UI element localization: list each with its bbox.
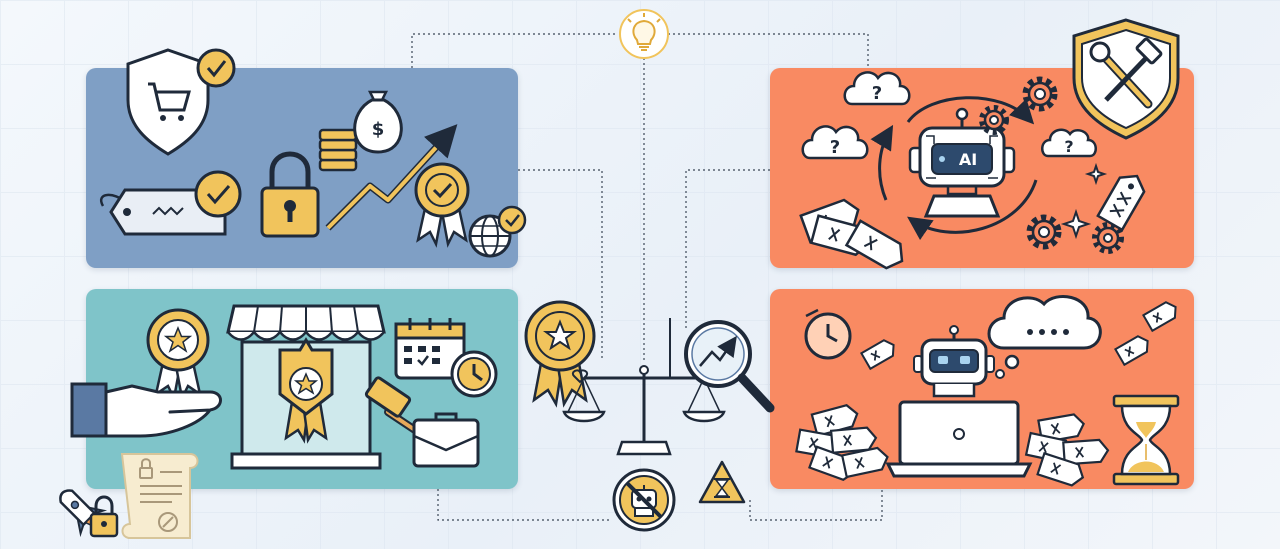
- svg-text:?: ?: [1064, 137, 1073, 156]
- clock-icon: [450, 350, 498, 398]
- svg-text:?: ?: [830, 137, 840, 158]
- cycle-arrows-icon: [870, 96, 1038, 241]
- clock-icon: [804, 308, 852, 360]
- checkmark-badge-icon: [497, 205, 527, 235]
- shield-cart-icon: [126, 48, 210, 156]
- briefcase-icon: [412, 412, 480, 468]
- award-rosette-icon: [146, 308, 210, 402]
- svg-text:?: ?: [872, 83, 882, 104]
- no-robot-icon: [612, 468, 676, 532]
- hourglass-warning-icon: [698, 460, 746, 504]
- question-cloud-icon: ?: [1041, 128, 1097, 158]
- ai-screen-label: AI: [959, 150, 977, 169]
- calendar-icon: [394, 318, 466, 380]
- tag-pile-icon: [799, 198, 904, 270]
- dollar-sign: $: [372, 119, 385, 140]
- growth-arrow-icon: [325, 124, 458, 231]
- padlock-icon: [260, 151, 320, 238]
- tag-pile-icon: [1024, 413, 1110, 487]
- hourglass-icon: [1112, 394, 1180, 486]
- checkmark-badge-icon: [196, 48, 236, 88]
- question-cloud-icon: ?: [843, 71, 911, 106]
- gear-icon: [979, 105, 1009, 135]
- award-rosette-icon: [414, 162, 470, 248]
- contract-scroll-icon: [120, 453, 199, 539]
- robot-laptop-icon: [885, 325, 1033, 478]
- connector-lines: [411, 33, 883, 521]
- storefront-icon: [226, 304, 386, 470]
- ai-robot-icon: AI: [908, 107, 1016, 218]
- magnifier-chart-icon: [669, 318, 775, 413]
- sparkle-icon: [1060, 162, 1108, 240]
- balance-scale-icon: [562, 365, 726, 456]
- open-hand-icon: [70, 382, 222, 438]
- lightbulb-icon: [619, 9, 669, 59]
- padlock-icon: [89, 495, 119, 538]
- gear-icon: [1022, 76, 1058, 112]
- question-cloud-icon: ?: [801, 125, 869, 160]
- shield-tools-icon: [1072, 18, 1180, 140]
- thought-bubble-icon: [987, 295, 1102, 379]
- award-rosette-icon: [278, 337, 334, 444]
- tag-pile-icon: [795, 404, 889, 482]
- checkmark-badge-icon: [194, 170, 242, 218]
- price-tag-x-icon: [860, 301, 1177, 371]
- gear-icon: [1026, 214, 1062, 250]
- coin-stack-icon: [318, 128, 358, 172]
- gear-icon: [1092, 222, 1124, 254]
- price-tag-x-icon: [1096, 174, 1146, 232]
- money-bag-icon: $: [353, 90, 403, 154]
- award-ribbon-icon: [524, 300, 596, 408]
